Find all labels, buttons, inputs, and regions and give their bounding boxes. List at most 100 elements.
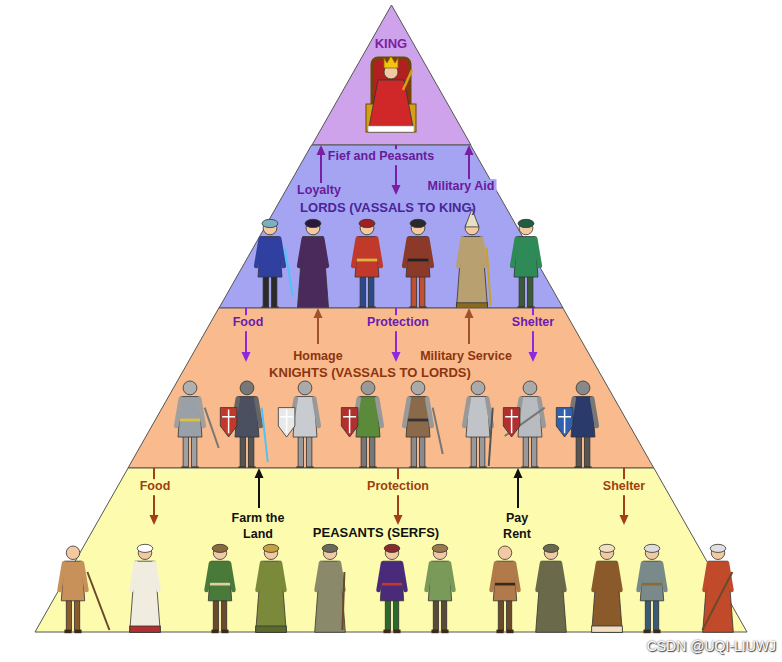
arm xyxy=(299,239,304,266)
shoe xyxy=(393,630,400,634)
arrow-head xyxy=(620,515,629,525)
figures xyxy=(366,56,416,132)
hat xyxy=(410,219,426,227)
tool xyxy=(487,248,491,306)
hat xyxy=(263,544,279,552)
tool xyxy=(87,572,109,630)
ermine-trim xyxy=(368,126,414,132)
band-heading: KING xyxy=(375,37,408,51)
shield xyxy=(341,408,358,437)
band-heading: LORDS (VASSALS TO KING) xyxy=(300,201,476,215)
arrow-label: Protection xyxy=(365,479,431,495)
tool xyxy=(285,248,293,296)
arrow-head xyxy=(150,515,159,525)
arm xyxy=(256,239,261,266)
arm xyxy=(514,563,519,590)
robe xyxy=(703,561,734,632)
arm xyxy=(339,563,344,590)
arrow-shaft xyxy=(258,476,260,508)
belt xyxy=(407,259,428,262)
robe xyxy=(297,237,328,310)
arrow-label: Food xyxy=(231,315,266,331)
band-outline xyxy=(35,468,747,632)
band-outline xyxy=(128,308,654,468)
shield-cross xyxy=(222,410,235,434)
arrow-head xyxy=(255,468,264,478)
arm xyxy=(132,563,137,590)
arm xyxy=(492,563,497,590)
arm xyxy=(377,399,382,426)
hat xyxy=(137,544,153,552)
figures xyxy=(60,544,734,633)
arrow-label: Homage xyxy=(291,349,344,365)
arrow-label: Farm the Land xyxy=(223,511,293,542)
arm xyxy=(314,399,319,426)
arrow-head xyxy=(317,145,326,155)
arrow-connector xyxy=(255,468,264,508)
arm xyxy=(705,563,710,590)
arrow-head xyxy=(514,468,523,478)
arrow-label: Shelter xyxy=(510,315,556,331)
arm xyxy=(229,563,234,590)
shoe xyxy=(221,630,228,634)
robe xyxy=(256,561,287,632)
arm xyxy=(427,239,432,266)
arrow-connector xyxy=(465,308,474,344)
arm xyxy=(616,563,621,590)
arrow-connector xyxy=(394,468,403,525)
arrow-label: Loyalty xyxy=(295,183,343,199)
hat xyxy=(359,219,375,227)
robe-trim xyxy=(130,626,161,632)
arm xyxy=(317,563,322,590)
arm xyxy=(256,399,261,426)
belt xyxy=(210,583,231,586)
shield-cross xyxy=(343,410,356,434)
lords-band: LORDS (VASSALS TO KING) xyxy=(219,145,563,308)
robe xyxy=(130,561,161,632)
sceptre xyxy=(403,70,412,90)
watermark: CSDN @UQI-LIUWJ xyxy=(647,638,776,654)
head xyxy=(66,546,80,560)
arrow-label: Fief and Peasants xyxy=(326,149,436,165)
arm xyxy=(60,563,65,590)
arrow-head xyxy=(392,185,401,195)
shoe xyxy=(211,630,218,634)
arm xyxy=(404,399,409,426)
arm xyxy=(199,399,204,426)
head xyxy=(498,546,512,560)
tool xyxy=(262,408,268,462)
arm xyxy=(560,563,565,590)
arrow-connector xyxy=(465,145,474,183)
belt xyxy=(179,419,200,422)
figures xyxy=(176,381,597,470)
arm xyxy=(427,563,432,590)
arm xyxy=(280,563,285,590)
arm xyxy=(379,563,384,590)
arrow-head xyxy=(394,515,403,525)
hat xyxy=(322,544,338,552)
head xyxy=(298,381,312,395)
hat xyxy=(518,219,534,227)
arrow-shaft xyxy=(468,316,470,344)
band-outline xyxy=(219,145,563,308)
band-shape xyxy=(128,308,654,468)
arrow-head xyxy=(242,352,251,362)
arm xyxy=(207,563,212,590)
head xyxy=(183,381,197,395)
shoe xyxy=(431,630,438,634)
arm xyxy=(427,399,432,426)
arm xyxy=(82,563,87,590)
arm xyxy=(539,399,544,426)
arm xyxy=(449,563,454,590)
arrow-label: Shelter xyxy=(601,479,647,495)
shield-cross xyxy=(280,410,293,434)
arrow-label: Military Service xyxy=(418,349,514,365)
shoe xyxy=(506,630,513,634)
arm xyxy=(154,563,159,590)
head xyxy=(361,381,375,395)
arrow-head xyxy=(465,308,474,318)
shield xyxy=(220,408,237,437)
belt xyxy=(382,583,403,586)
belt xyxy=(495,583,516,586)
robe-trim xyxy=(592,626,623,632)
